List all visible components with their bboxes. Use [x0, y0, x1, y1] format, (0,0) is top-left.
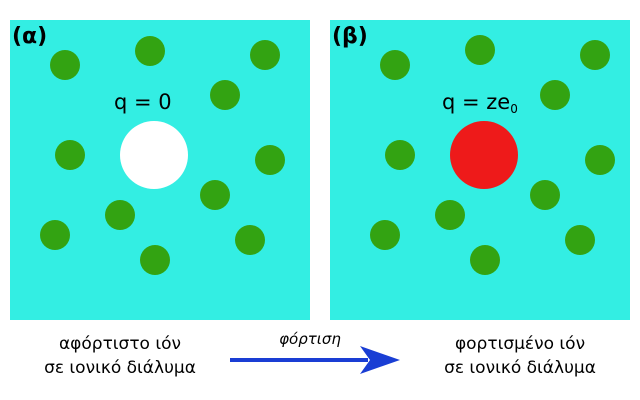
- panel-uncharged: (α) q = 0: [10, 20, 310, 320]
- solution-ion-dot: [55, 140, 85, 170]
- solution-ion-dot: [465, 35, 495, 65]
- solution-ion-dot: [370, 220, 400, 250]
- solution-ion-dot: [210, 80, 240, 110]
- caption-line: αφόρτιστο ιόν: [10, 332, 230, 356]
- panel-label-b: (β): [332, 24, 368, 49]
- charge-label-b: q = ze0: [442, 90, 518, 116]
- solution-ion-dot: [470, 245, 500, 275]
- solution-ion-dot: [580, 40, 610, 70]
- solution-ion-dot: [380, 50, 410, 80]
- charge-label-a: q = 0: [114, 90, 172, 114]
- solution-ion-dot: [255, 145, 285, 175]
- solution-ion-dot: [385, 140, 415, 170]
- solution-ion-dot: [140, 245, 170, 275]
- solution-ion-dot: [540, 80, 570, 110]
- solution-ion-dot: [50, 50, 80, 80]
- panel-label-a: (α): [12, 24, 47, 49]
- charged-ion: [450, 121, 518, 189]
- caption-line: σε ιονικό διάλυμα: [10, 356, 230, 380]
- caption-line: φορτισμένο ιόν: [410, 332, 630, 356]
- solution-ion-dot: [435, 200, 465, 230]
- solution-ion-dot: [135, 36, 165, 66]
- solution-ion-dot: [565, 225, 595, 255]
- arrow-right-icon: [228, 343, 404, 377]
- solution-ion-dot: [250, 40, 280, 70]
- uncharged-ion: [120, 121, 188, 189]
- solution-ion-dot: [235, 225, 265, 255]
- caption-charged: φορτισμένο ιόν σε ιονικό διάλυμα: [410, 332, 630, 380]
- caption-line: σε ιονικό διάλυμα: [410, 356, 630, 380]
- solution-ion-dot: [105, 200, 135, 230]
- solution-ion-dot: [585, 145, 615, 175]
- solution-ion-dot: [40, 220, 70, 250]
- panel-charged: (β) q = ze0: [330, 20, 630, 320]
- caption-uncharged: αφόρτιστο ιόν σε ιονικό διάλυμα: [10, 332, 230, 380]
- charge-subscript: 0: [510, 102, 518, 116]
- solution-ion-dot: [530, 180, 560, 210]
- solution-ion-dot: [200, 180, 230, 210]
